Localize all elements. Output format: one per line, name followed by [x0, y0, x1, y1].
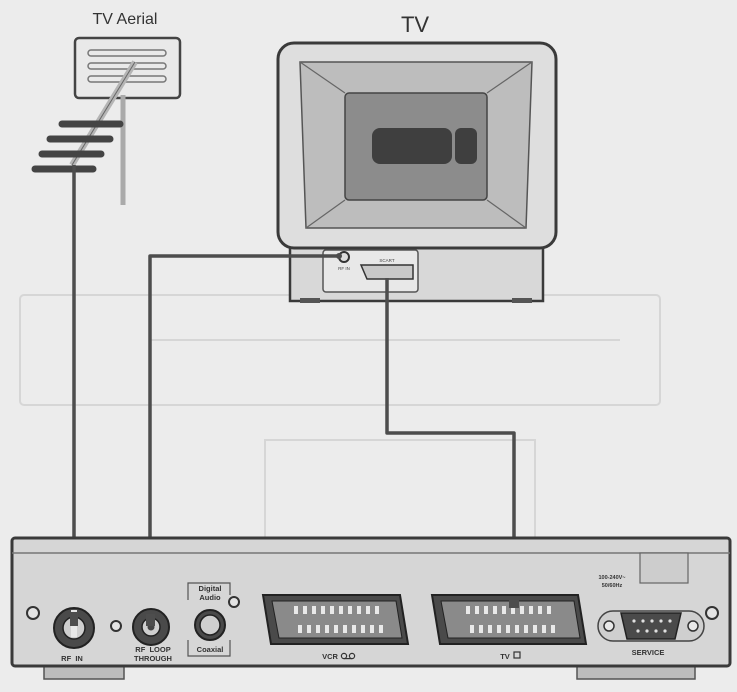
rf-loop-label-line1: RF LOOP — [135, 645, 170, 654]
aerial-label: TV Aerial — [93, 11, 158, 28]
cable-scart-to-tv — [385, 278, 516, 605]
tv-port-label: TV — [500, 652, 510, 661]
cable-rf-loop-to-tv — [148, 254, 339, 620]
screw-icon — [110, 620, 122, 632]
power-label-line2: 50/60Hz — [602, 583, 623, 589]
rf-loop-label-line2: THROUGH — [134, 654, 172, 663]
television: RF IN SCART — [276, 41, 558, 303]
tv-picture-bar-right — [455, 128, 477, 164]
tv-rf-in-label: RF IN — [338, 266, 350, 271]
tv-picture-bar-left — [372, 128, 452, 164]
tv-port-icon — [513, 651, 521, 659]
background-ghost — [19, 294, 661, 551]
power-label-line1: 100-240V~ — [598, 575, 625, 581]
tv-aerial — [31, 36, 182, 205]
screw-icon — [26, 606, 40, 620]
aerial-panel — [73, 36, 182, 100]
digital-audio-label-line1: Digital — [199, 584, 222, 593]
tv-scart-label: SCART — [379, 258, 394, 263]
digital-audio-frame — [187, 582, 231, 657]
screw-icon — [705, 606, 719, 620]
tv-scart-socket — [359, 264, 414, 280]
receiver: RF IN RF LOOP THROUGH Digital Audio Coax… — [10, 536, 732, 680]
service-label: SERVICE — [632, 648, 665, 657]
digital-audio-label-line2: Audio — [199, 593, 221, 602]
screw-icon — [228, 596, 240, 608]
tv-label: TV — [401, 12, 429, 37]
rf-in-label: RF IN — [61, 654, 83, 663]
cable-plugs — [70, 253, 519, 626]
coaxial-label: Coaxial — [197, 645, 224, 654]
vcr-label: VCR — [322, 652, 338, 661]
vcr-tape-icon — [340, 652, 356, 660]
service-port-socket — [620, 612, 682, 640]
